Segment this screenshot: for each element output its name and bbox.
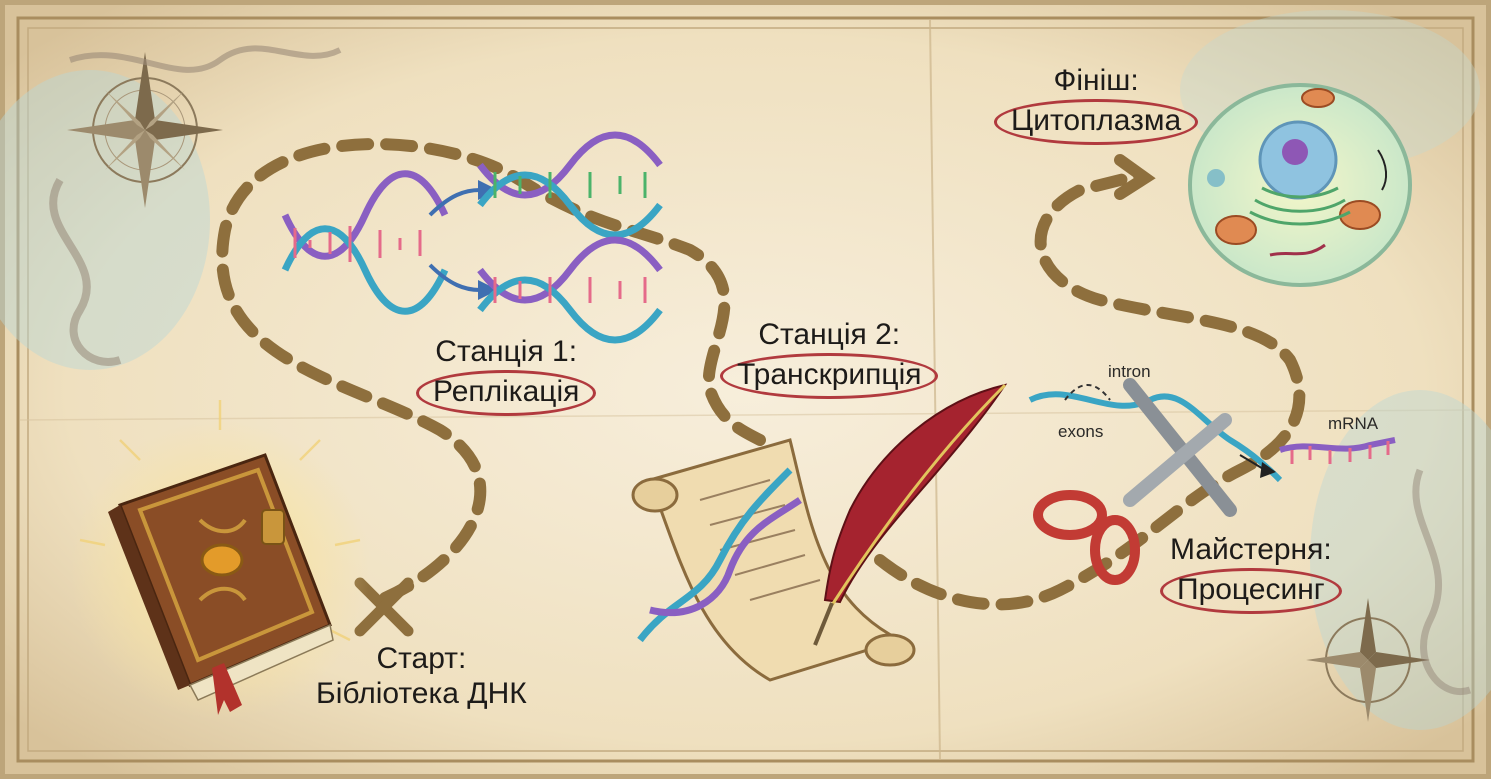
start-name: Бібліотека ДНК xyxy=(316,676,527,710)
cell-icon xyxy=(1188,83,1412,287)
scroll-quill-icon xyxy=(631,383,1008,682)
dna-helix-icon xyxy=(281,131,663,344)
intron-annotation: intron xyxy=(1108,362,1151,381)
workshop-label: Майстерня: Процесинг xyxy=(1160,533,1342,614)
finish-name: Цитоплазма xyxy=(994,98,1199,145)
mrna-annotation: mRNA xyxy=(1328,414,1379,433)
exons-annotation: exons xyxy=(1058,422,1104,441)
station2-name: Транскрипція xyxy=(720,352,939,399)
station2-title: Станція 2: xyxy=(758,318,901,351)
station1-label: Станція 1: Реплікація xyxy=(416,335,597,416)
scissors-icon xyxy=(1028,378,1396,585)
finish-label: Фініш: Цитоплазма xyxy=(994,64,1199,145)
station1-title: Станція 1: xyxy=(435,335,578,368)
start-title: Старт: xyxy=(376,642,467,675)
workshop-title: Майстерня: xyxy=(1170,533,1332,566)
workshop-name: Процесинг xyxy=(1160,567,1342,614)
start-label: Старт: Бібліотека ДНК xyxy=(316,642,527,711)
station1-name: Реплікація xyxy=(416,369,597,416)
dna-library-book-icon xyxy=(70,400,370,720)
route-path xyxy=(216,138,1306,611)
finish-title: Фініш: xyxy=(1053,64,1139,97)
compass-rose-icon xyxy=(1306,598,1430,722)
station2-label: Станція 2: Транскрипція xyxy=(720,318,939,399)
compass-rose-icon xyxy=(67,52,223,208)
